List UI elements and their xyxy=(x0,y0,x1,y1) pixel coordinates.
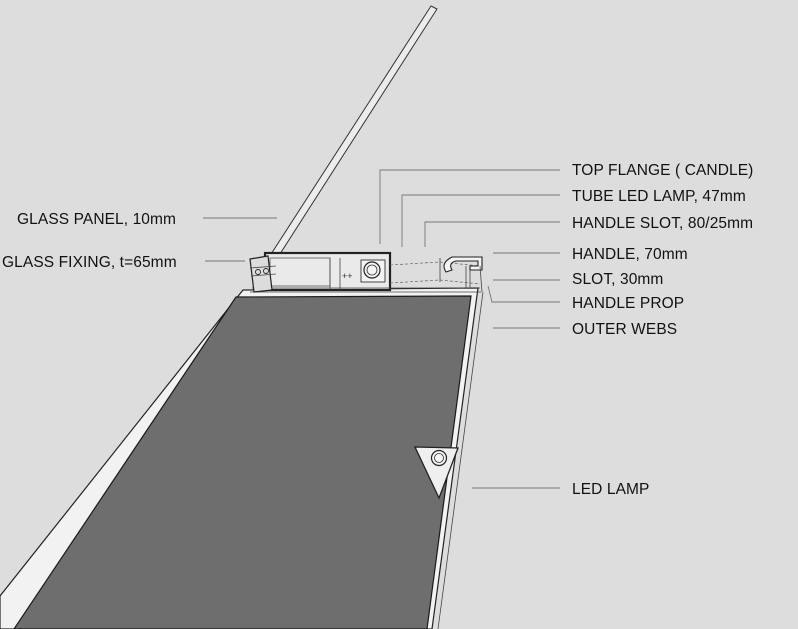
leader-lines xyxy=(203,169,560,489)
label-led-lamp: LED LAMP xyxy=(572,481,649,498)
label-handle: HANDLE, 70mm xyxy=(572,246,688,263)
glass-panel xyxy=(254,5,438,283)
label-top-flange: TOP FLANGE ( CANDLE) xyxy=(572,162,753,179)
label-glass-fixing: GLASS FIXING, t=65mm xyxy=(2,254,177,271)
label-glass-panel: GLASS PANEL, 10mm xyxy=(17,211,176,228)
dark-panel xyxy=(13,295,472,629)
fixing-mark: ++ xyxy=(342,271,353,281)
handle-slot xyxy=(389,258,481,285)
glass-fixing xyxy=(249,255,277,293)
tube-led-lamp: ++ xyxy=(342,259,386,283)
label-tube-led-lamp: TUBE LED LAMP, 47mm xyxy=(572,188,746,205)
label-handle-slot: HANDLE SLOT, 80/25mm xyxy=(572,215,753,232)
label-outer-webs: OUTER WEBS xyxy=(572,321,677,338)
label-handle-prop: HANDLE PROP xyxy=(572,295,684,312)
annotations: GLASS PANEL, 10mm GLASS FIXING, t=65mm T… xyxy=(2,162,753,498)
outer-web-line xyxy=(437,291,484,629)
main-body xyxy=(0,287,479,629)
led-lamp xyxy=(413,446,459,500)
handle xyxy=(443,256,483,293)
label-slot: SLOT, 30mm xyxy=(572,271,663,288)
